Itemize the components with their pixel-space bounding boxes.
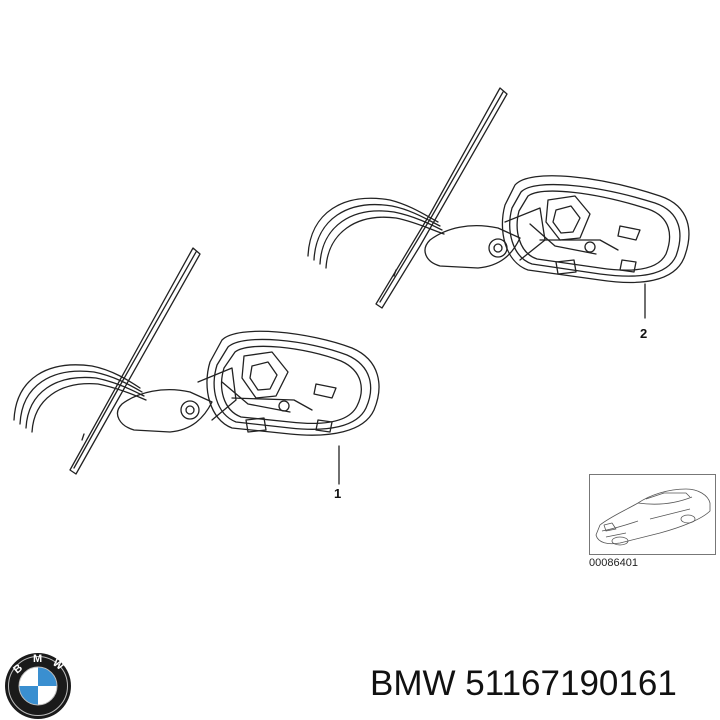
callout-1: 1 (334, 486, 342, 501)
mirror-assembly-1 (13, 247, 380, 485)
mirror-housing-1 (206, 330, 380, 436)
part-number-label: BMW 51167190161 (370, 664, 677, 703)
mirror-cable-2 (307, 197, 439, 257)
mirror-assembly-2 (307, 87, 690, 319)
mirror-housing-2 (501, 175, 690, 284)
bmw-logo-icon: B M W (5, 653, 71, 719)
reference-code: 00086401 (589, 557, 638, 569)
callout-2: 2 (640, 326, 648, 341)
logo-letter-m: M (33, 653, 42, 665)
mirror-cable-1 (13, 364, 141, 421)
mirror-glass-2 (375, 87, 508, 309)
vehicle-thumbnail (589, 474, 716, 555)
